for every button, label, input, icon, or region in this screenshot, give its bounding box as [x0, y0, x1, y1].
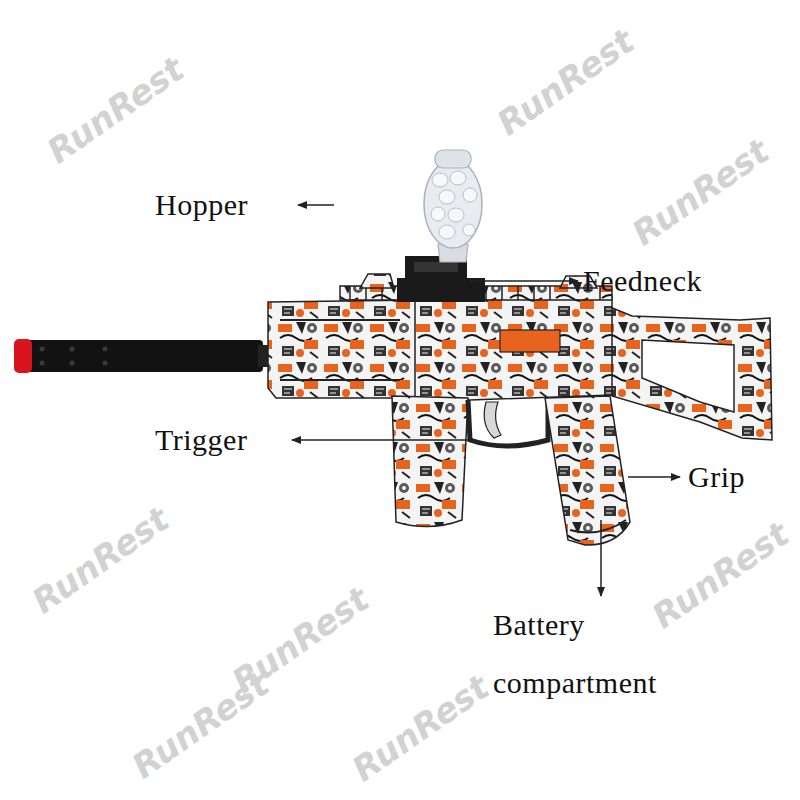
handguard	[268, 300, 420, 398]
receiver	[415, 296, 612, 400]
hopper-bumps	[431, 171, 477, 239]
magazine	[392, 396, 468, 527]
stock	[605, 305, 772, 440]
hopper-bump	[439, 190, 455, 204]
feedneck-block	[397, 256, 485, 302]
side-panel	[500, 330, 560, 352]
hopper-bump	[463, 224, 475, 236]
vent-hole	[103, 347, 108, 352]
hopper-bump	[463, 188, 477, 202]
vent-hole	[40, 347, 45, 352]
watermark: RunRest	[489, 21, 640, 144]
trigger-blade	[484, 402, 501, 438]
front-sight	[360, 274, 394, 288]
vent-hole	[40, 361, 45, 366]
leader-line	[600, 520, 602, 596]
suppressor	[18, 340, 263, 372]
hopper-shell	[424, 160, 482, 248]
battery-cover-seam	[570, 520, 626, 532]
watermark: RunRest	[624, 131, 775, 254]
part-label: Grip	[688, 459, 745, 495]
watermark: RunRest	[39, 49, 190, 172]
handguard-slot	[280, 320, 400, 380]
watermark: RunRest	[644, 514, 795, 637]
vent-hole	[103, 361, 108, 366]
leader-line	[470, 280, 578, 282]
feedneck-ring	[414, 262, 458, 272]
trigger-guard	[468, 400, 548, 446]
leader-line	[628, 476, 680, 478]
grip	[545, 396, 630, 545]
hopper-bump	[431, 207, 445, 221]
part-label: Feedneck	[583, 263, 702, 299]
leader-line	[298, 204, 334, 206]
stock-cutout	[642, 340, 734, 412]
watermark: RunRest	[344, 667, 495, 790]
hopper-bump	[432, 173, 448, 187]
part-label: Trigger	[155, 422, 247, 458]
vent-hole	[70, 347, 75, 352]
red-tip	[14, 339, 32, 373]
vent-hole	[70, 361, 75, 366]
hopper-bump	[448, 208, 464, 222]
hopper-cap	[435, 150, 471, 168]
leader-line	[292, 439, 472, 441]
hopper-bump	[439, 225, 455, 239]
watermark: RunRest	[24, 499, 175, 622]
part-label: Hopper	[155, 187, 248, 223]
watermark: RunRest	[124, 664, 275, 787]
hopper-bump	[450, 171, 466, 185]
